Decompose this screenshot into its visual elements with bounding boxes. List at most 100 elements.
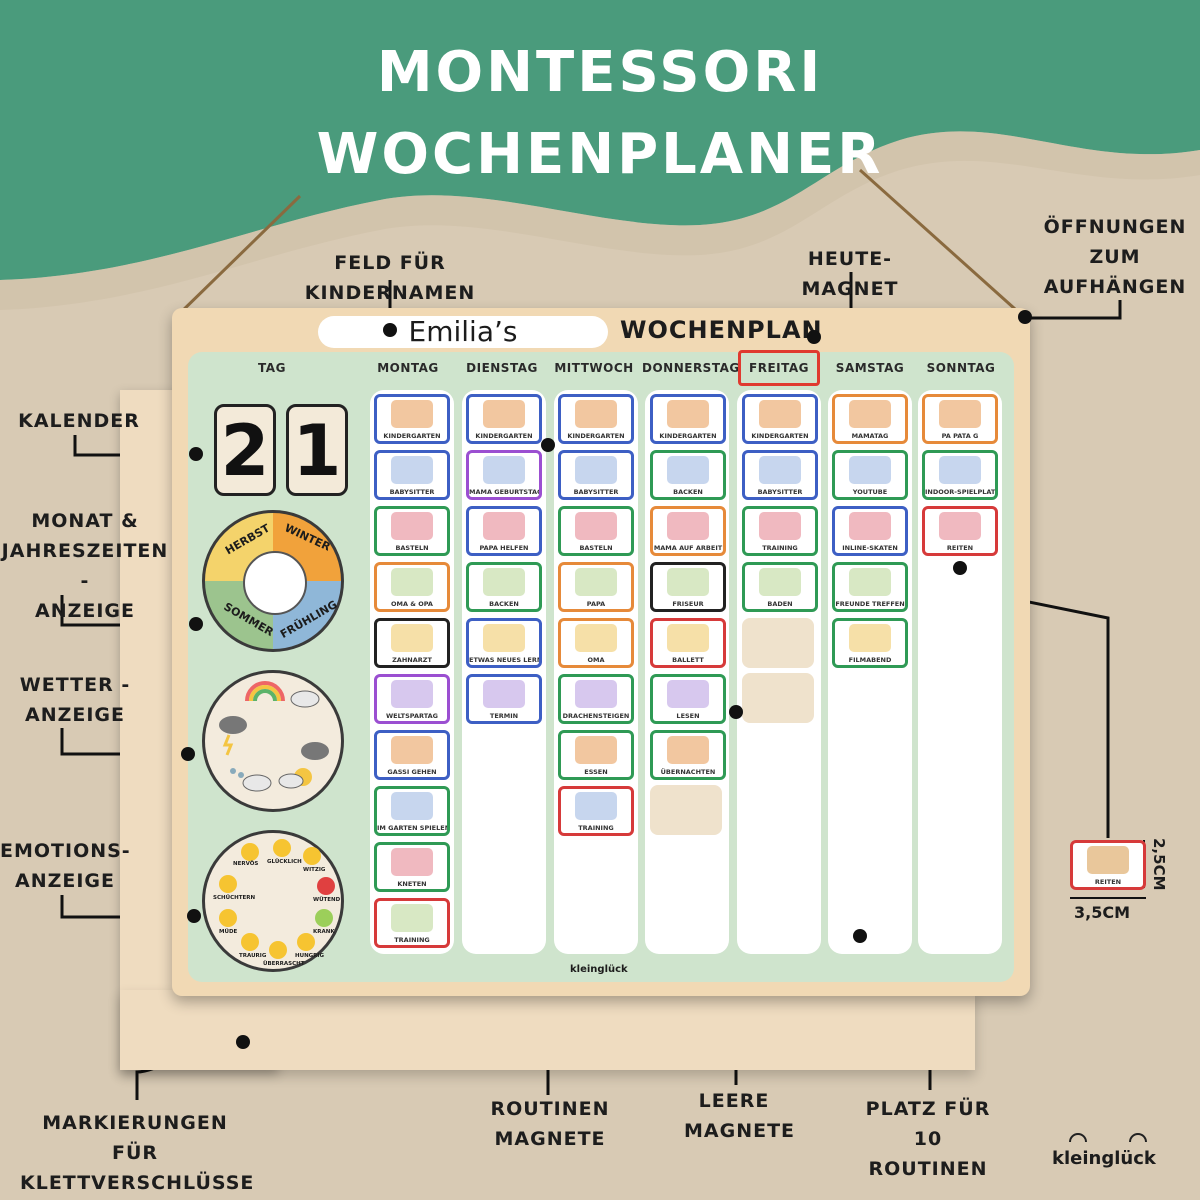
annotation-line: ANZEIGE — [24, 704, 125, 726]
today-magnet[interactable] — [738, 350, 820, 386]
routine-magnet-montag[interactable]: KNETEN — [374, 842, 450, 892]
routine-magnet-label: ETWAS NEUES LERNEN — [469, 656, 539, 664]
routine-magnet-montag[interactable]: WELTSPARTAG — [374, 674, 450, 724]
routine-magnet-label: KNETEN — [397, 880, 427, 888]
routine-magnet-donnerstag[interactable]: FRISEUR — [650, 562, 726, 612]
routine-magnet-sonntag[interactable]: PA PATA G — [922, 394, 998, 444]
column-header-samstag: SAMSTAG — [835, 361, 905, 375]
empty-magnet[interactable] — [650, 785, 722, 835]
routine-illustration-icon — [483, 512, 525, 540]
routine-illustration-icon — [391, 512, 433, 540]
routine-magnet-freitag[interactable]: BABYSITTER — [742, 450, 818, 500]
annotation-line: JAHRESZEITEN - — [1, 540, 169, 592]
routine-magnet-mittwoch[interactable]: PAPA — [558, 562, 634, 612]
routine-magnet-label: GASSI GEHEN — [387, 768, 437, 776]
column-header-freitag: FREITAG — [749, 361, 809, 375]
routine-magnet-label: FREUNDE TREFFEN — [835, 600, 905, 608]
annotation-line: MONAT & — [31, 510, 139, 532]
routine-magnet-dienstag[interactable]: BACKEN — [466, 562, 542, 612]
routine-magnet-montag[interactable]: TRAINING — [374, 898, 450, 948]
emotion-face-icon — [219, 875, 237, 893]
routine-magnet-donnerstag[interactable]: LESEN — [650, 674, 726, 724]
routine-magnet-sonntag[interactable]: INDOOR-SPIELPLATZ — [922, 450, 998, 500]
empty-magnet[interactable] — [742, 673, 814, 723]
routine-magnet-mittwoch[interactable]: KINDERGARTEN — [558, 394, 634, 444]
routine-illustration-icon — [849, 400, 891, 428]
callout-dot — [541, 438, 555, 452]
routine-magnet-dienstag[interactable]: PAPA HELFEN — [466, 506, 542, 556]
routine-magnet-freitag[interactable]: KINDERGARTEN — [742, 394, 818, 444]
routine-magnet-donnerstag[interactable]: MAMA AUF ARBEIT — [650, 506, 726, 556]
routine-illustration-icon — [667, 736, 709, 764]
routine-illustration-icon — [391, 792, 433, 820]
routine-magnet-mittwoch[interactable]: TRAINING — [558, 786, 634, 836]
annotation-line: PLATZ FÜR 10 — [865, 1098, 991, 1150]
routine-magnet-mittwoch[interactable]: BABYSITTER — [558, 450, 634, 500]
routine-magnet-mittwoch[interactable]: BASTELN — [558, 506, 634, 556]
board-backing-bottom — [120, 990, 975, 1070]
child-name-field[interactable]: Emilia’s — [318, 316, 608, 348]
routine-magnet-dienstag[interactable]: ETWAS NEUES LERNEN — [466, 618, 542, 668]
routine-magnet-donnerstag[interactable]: BALLETT — [650, 618, 726, 668]
routine-magnet-montag[interactable]: ZAHNARZT — [374, 618, 450, 668]
routine-illustration-icon — [575, 400, 617, 428]
routine-magnet-samstag[interactable]: MAMATAG — [832, 394, 908, 444]
routine-magnet-montag[interactable]: OMA & OPA — [374, 562, 450, 612]
routine-magnet-montag[interactable]: BABYSITTER — [374, 450, 450, 500]
empty-magnet[interactable] — [742, 618, 814, 668]
routine-magnet-label: ÜBERNACHTEN — [660, 768, 716, 776]
routine-magnet-freitag[interactable]: BADEN — [742, 562, 818, 612]
routine-magnet-mittwoch[interactable]: ESSEN — [558, 730, 634, 780]
routine-magnet-montag[interactable]: BASTELN — [374, 506, 450, 556]
annotation-empty-magnets: LEERE MAGNETE — [684, 1086, 796, 1146]
routine-magnet-label: KINDERGARTEN — [383, 432, 441, 440]
routine-magnet-samstag[interactable]: FILMABEND — [832, 618, 908, 668]
routine-magnet-donnerstag[interactable]: ÜBERNACHTEN — [650, 730, 726, 780]
routine-magnet-label: ZAHNARZT — [392, 656, 432, 664]
callout-dot — [383, 323, 397, 337]
board-title: WOCHENPLAN — [620, 316, 823, 344]
routine-magnet-montag[interactable]: IM GARTEN SPIELEN — [374, 786, 450, 836]
routine-magnet-samstag[interactable]: FREUNDE TREFFEN — [832, 562, 908, 612]
calendar-digit-tens[interactable]: 2 — [214, 404, 276, 496]
routine-magnet-montag[interactable]: KINDERGARTEN — [374, 394, 450, 444]
callout-dot — [187, 909, 201, 923]
routine-magnet-label: ESSEN — [584, 768, 608, 776]
routine-magnet-mittwoch[interactable]: DRACHENSTEIGEN — [558, 674, 634, 724]
routine-magnet-label: YOUTUBE — [852, 488, 888, 496]
routine-magnet-label: MAMA AUF ARBEIT — [653, 544, 723, 552]
annotation-line: EMOTIONS- — [0, 840, 131, 862]
headline-line2: WOCHENPLANER — [316, 122, 884, 187]
routine-magnet-sonntag[interactable]: REITEN — [922, 506, 998, 556]
routine-magnet-samstag[interactable]: YOUTUBE — [832, 450, 908, 500]
calendar-digit-ones[interactable]: 1 — [286, 404, 348, 496]
column-header-donnerstag: DONNERSTAG — [642, 361, 740, 375]
routine-illustration-icon — [759, 400, 801, 428]
routine-magnet-donnerstag[interactable]: BACKEN — [650, 450, 726, 500]
season-wheel-center — [243, 551, 307, 615]
annotation-line: MAGNETE — [684, 1120, 796, 1142]
annotation-velcro: MARKIERUNGEN FÜR KLETTVERSCHLÜSSE — [20, 1108, 253, 1198]
routine-magnet-samstag[interactable]: INLINE-SKATEN — [832, 506, 908, 556]
routine-magnet-label: TRAINING — [578, 824, 614, 832]
emotion-face-icon — [273, 839, 291, 857]
emotion-label: WÜTEND — [313, 897, 341, 903]
annotation-line: ROUTINEN — [868, 1158, 988, 1180]
routine-magnet-freitag[interactable]: TRAINING — [742, 506, 818, 556]
routine-magnet-dienstag[interactable]: KINDERGARTEN — [466, 394, 542, 444]
routine-illustration-icon — [939, 456, 981, 484]
routine-magnet-montag[interactable]: GASSI GEHEN — [374, 730, 450, 780]
routine-magnet-label: BABYSITTER — [389, 488, 435, 496]
weather-wheel[interactable] — [202, 670, 344, 812]
routine-magnet-mittwoch[interactable]: OMA — [558, 618, 634, 668]
routine-illustration-icon — [391, 456, 433, 484]
emotion-wheel[interactable]: NERVÖS GLÜCKLICH WITZIG WÜTEND SCHÜCHTER… — [202, 830, 344, 972]
routine-illustration-icon — [939, 512, 981, 540]
headline-line1: MONTESSORI — [376, 40, 824, 105]
season-wheel[interactable]: HERBST WINTER SOMMER FRÜHLING — [202, 510, 344, 652]
routine-magnet-dienstag[interactable]: TERMIN — [466, 674, 542, 724]
routine-illustration-icon — [483, 624, 525, 652]
routine-magnet-dienstag[interactable]: MAMA GEBURTSTAG — [466, 450, 542, 500]
routine-magnet-donnerstag[interactable]: KINDERGARTEN — [650, 394, 726, 444]
routine-illustration-icon — [575, 736, 617, 764]
